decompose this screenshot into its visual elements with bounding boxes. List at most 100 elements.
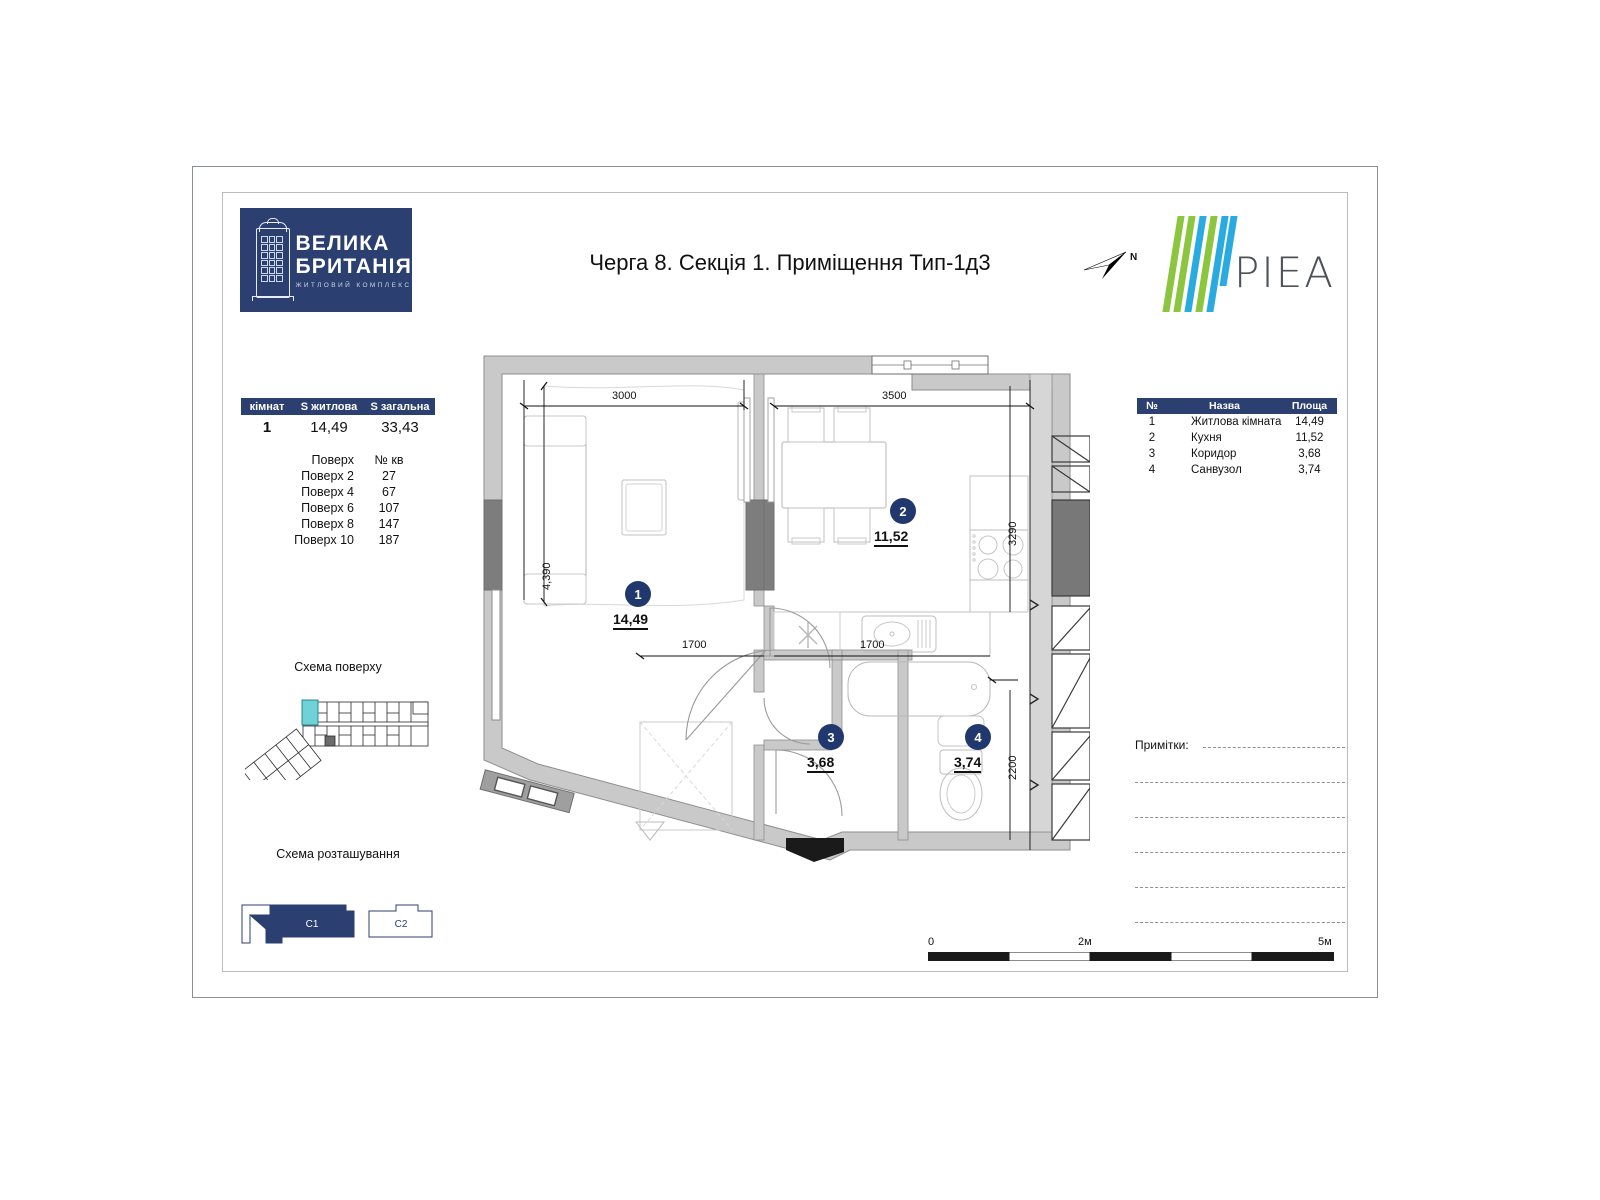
cell-rooms: 1 xyxy=(262,418,272,436)
room-area-2: 11,52 xyxy=(874,528,909,547)
notes-line[interactable] xyxy=(1135,852,1345,853)
notes-label: Примітки: xyxy=(1135,738,1189,752)
section-c2-shape xyxy=(368,904,433,938)
apt-number: 147 xyxy=(378,517,400,531)
brand-line-1: ВЕЛИКА xyxy=(295,231,390,255)
floor-scheme-highlight xyxy=(301,699,319,726)
notes-line[interactable] xyxy=(1203,747,1345,748)
notes-line[interactable] xyxy=(1135,922,1345,923)
dimension-3500: 3500 xyxy=(882,390,907,402)
floors-row: Поверх 6 107 xyxy=(262,500,412,516)
col-name: Назва xyxy=(1209,400,1240,412)
scale-label-0: 0 xyxy=(928,936,935,948)
dimension-3000: 3000 xyxy=(612,390,637,402)
dimension-4390: 4,390 xyxy=(541,562,553,590)
floor-plan[interactable]: 1 14,49 2 11,52 3 3,68 4 3,74 3000 3500 … xyxy=(470,350,1091,880)
rooms-row: 3 Коридор 3,68 xyxy=(1137,446,1337,462)
dimension-1700-left: 1700 xyxy=(682,639,707,651)
dimension-3290: 3290 xyxy=(1007,521,1019,546)
room-name: Кухня xyxy=(1191,432,1222,444)
apt-number: 27 xyxy=(382,469,396,483)
section-c2-label: C2 xyxy=(395,919,408,930)
scale-bar xyxy=(928,952,1334,961)
floor-scheme-diagram[interactable] xyxy=(245,680,435,780)
col-area: Площа xyxy=(1291,400,1328,412)
col-floor: Поверх xyxy=(311,453,354,467)
partitions-layer xyxy=(753,373,1053,841)
apt-number: 187 xyxy=(378,533,400,547)
floors-row: Поверх 2 27 xyxy=(262,468,412,484)
developer-logo: PIEA xyxy=(1162,216,1338,312)
room-name: Коридор xyxy=(1191,448,1237,460)
floors-header-row: Поверх № кв xyxy=(262,452,412,468)
room-badge-4[interactable]: 4 xyxy=(965,724,991,750)
room-area: 3,68 xyxy=(1298,448,1321,460)
col-living-area: S житлова xyxy=(300,400,358,413)
brand-subtitle: ЖИТЛОВИЙ КОМПЛЕКС xyxy=(295,281,412,289)
scale-labels: 0 2м 5м xyxy=(900,936,1360,950)
col-rooms: кімнат xyxy=(249,400,285,413)
room-area-1: 14,49 xyxy=(613,611,649,630)
floors-row: Поверх 4 67 xyxy=(262,484,412,500)
room-name: Житлова кімната xyxy=(1191,416,1282,428)
room-corridor xyxy=(634,721,733,841)
room-area: 14,49 xyxy=(1295,416,1324,428)
room-bathroom xyxy=(847,661,991,821)
room-area-4: 3,74 xyxy=(954,754,982,773)
floors-table: Поверх № кв Поверх 2 27 Поверх 4 67 Пове… xyxy=(262,452,412,548)
entrance-door xyxy=(786,838,844,862)
room-number: 4 xyxy=(1148,464,1156,476)
section-c1-label: C1 xyxy=(306,919,319,930)
floor-label: Поверх 6 xyxy=(301,501,354,515)
col-apt-number: № кв xyxy=(374,453,404,467)
phone-booth-icon xyxy=(250,218,294,302)
riea-wordmark: PIEA xyxy=(1234,248,1335,297)
room-area-3: 3,68 xyxy=(807,754,835,773)
room-number: 2 xyxy=(1148,432,1156,444)
page-title: Черга 8. Секція 1. Приміщення Тип-1д3 xyxy=(589,250,991,275)
room-number: 3 xyxy=(1148,448,1156,460)
dimension-2200: 2200 xyxy=(1007,755,1019,780)
brand-logo: ВЕЛИКА БРИТАНІЯ ЖИТЛОВИЙ КОМПЛЕКС xyxy=(240,208,412,312)
doors-layer xyxy=(685,607,843,817)
room-area: 3,74 xyxy=(1298,464,1321,476)
scale-label-2m: 2м xyxy=(1078,936,1092,948)
table-row: 1 14,49 33,43 xyxy=(241,415,435,439)
cell-total-area: 33,43 xyxy=(381,418,419,436)
brand-line-2: БРИТАНІЯ xyxy=(295,254,412,278)
scale-label-5m: 5м xyxy=(1318,936,1332,948)
notes-line[interactable] xyxy=(1135,887,1345,888)
notes-line[interactable] xyxy=(1135,782,1345,783)
north-arrow-icon xyxy=(1083,251,1127,279)
apartment-summary-table: кімнат S житлова S загальна 1 14,49 33,4… xyxy=(241,398,435,439)
rooms-row: 1 Житлова кімната 14,49 xyxy=(1137,414,1337,430)
col-total-area: S загальна xyxy=(370,400,430,413)
rooms-row: 2 Кухня 11,52 xyxy=(1137,430,1337,446)
table-header-row: кімнат S житлова S загальна xyxy=(241,398,435,415)
windows-layer xyxy=(479,355,989,814)
rooms-legend-table: № Назва Площа 1 Житлова кімната 14,49 2 … xyxy=(1137,398,1337,478)
rooms-header-row: № Назва Площа xyxy=(1137,398,1337,414)
room-badge-3[interactable]: 3 xyxy=(818,724,844,750)
col-number: № xyxy=(1146,400,1158,412)
room-number: 1 xyxy=(1148,416,1156,428)
room-kitchen xyxy=(773,405,1029,657)
floor-label: Поверх 8 xyxy=(301,517,354,531)
room-badge-1[interactable]: 1 xyxy=(625,581,651,607)
cell-living-area: 14,49 xyxy=(310,418,348,436)
dimension-lines xyxy=(519,380,1035,850)
room-name: Санвузол xyxy=(1191,464,1242,476)
room-badge-2[interactable]: 2 xyxy=(890,498,916,524)
riea-bars-icon xyxy=(1162,216,1238,312)
floor-label: Поверх 2 xyxy=(301,469,354,483)
neighbour-units xyxy=(1029,435,1091,841)
north-label: N xyxy=(1130,252,1138,263)
rooms-row: 4 Санвузол 3,74 xyxy=(1137,462,1337,478)
floors-row: Поверх 10 187 xyxy=(262,532,412,548)
apt-number: 67 xyxy=(382,485,396,499)
location-scheme-diagram[interactable]: C1 C2 xyxy=(236,885,436,945)
dimension-1700-right: 1700 xyxy=(860,639,885,651)
room-area: 11,52 xyxy=(1295,432,1324,444)
floor-plan-drawing[interactable] xyxy=(470,350,1091,880)
notes-line[interactable] xyxy=(1135,817,1345,818)
